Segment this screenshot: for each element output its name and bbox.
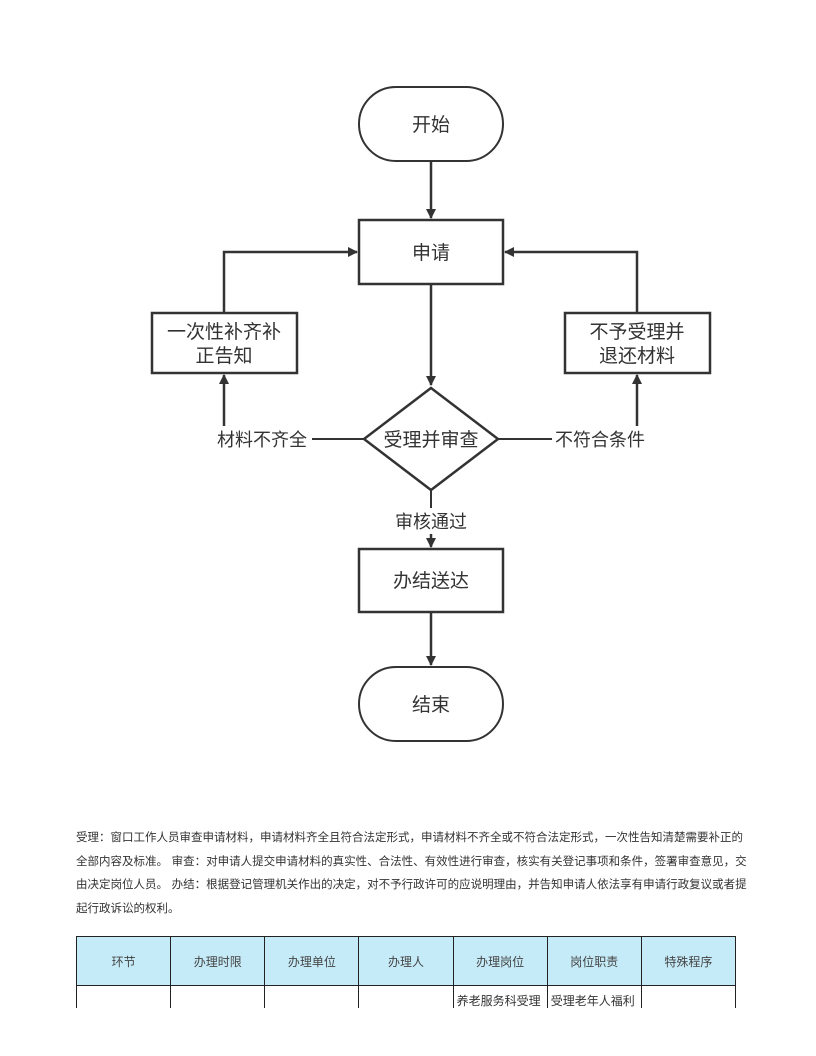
start-node-label: 开始 xyxy=(412,114,450,136)
cell-time-limit xyxy=(170,985,266,1008)
header-time-limit: 办理时限 xyxy=(170,936,266,986)
edge-label-approved: 审核通过 xyxy=(395,512,467,533)
end-node xyxy=(358,666,504,742)
edge-supplement-apply xyxy=(222,247,358,313)
process-table-wrapper: 环节 办理时限 办理单位 办理人 办理岗位 岗位职责 特殊程序 养老服务科受理 … xyxy=(76,936,738,1008)
header-duty: 岗位职责 xyxy=(546,936,642,986)
supplement-node xyxy=(150,311,299,375)
cell-handler xyxy=(358,985,454,1008)
deliver-node-label: 办结送达 xyxy=(393,570,469,592)
edge-label-noncompliant: 不符合条件 xyxy=(555,430,645,451)
edge-reject-apply xyxy=(504,247,639,313)
cell-position: 养老服务科受理 xyxy=(452,985,548,1008)
apply-node xyxy=(357,218,505,286)
header-stage: 环节 xyxy=(76,936,172,986)
reject-node-label-1: 不予受理并 xyxy=(589,321,684,343)
header-position: 办理岗位 xyxy=(452,936,548,986)
supplement-node-label-2: 正告知 xyxy=(195,345,252,367)
cell-stage xyxy=(76,985,172,1008)
table-header-row: 环节 办理时限 办理单位 办理人 办理岗位 岗位职责 特殊程序 xyxy=(76,936,737,986)
review-node-label: 受理并审查 xyxy=(383,429,478,451)
reject-node-label-2: 退还材料 xyxy=(599,345,675,367)
header-special: 特殊程序 xyxy=(640,936,737,986)
process-description: 受理：窗口工作人员审查申请材料，申请材料齐全且符合法定形式，申请材料不齐全或不符… xyxy=(76,830,747,915)
end-node-label: 结束 xyxy=(412,694,450,716)
table-row: 养老服务科受理 受理老年人福利 xyxy=(76,985,737,1008)
header-unit: 办理单位 xyxy=(264,936,360,986)
cell-duty: 受理老年人福利 xyxy=(546,985,642,1008)
cell-special xyxy=(640,985,737,1008)
process-table: 环节 办理时限 办理单位 办理人 办理岗位 岗位职责 特殊程序 养老服务科受理 … xyxy=(76,936,737,1008)
flowchart: 开始 申请 一次性补齐补 正告知 不予受理并 退还材料 受理并审查 材料不齐全 … xyxy=(150,86,712,742)
edge-label-incomplete: 材料不齐全 xyxy=(217,430,307,451)
header-handler: 办理人 xyxy=(358,936,454,986)
deliver-node xyxy=(357,547,505,614)
supplement-node-label-1: 一次性补齐补 xyxy=(167,321,281,343)
apply-node-label: 申请 xyxy=(412,242,450,264)
cell-unit xyxy=(264,985,360,1008)
